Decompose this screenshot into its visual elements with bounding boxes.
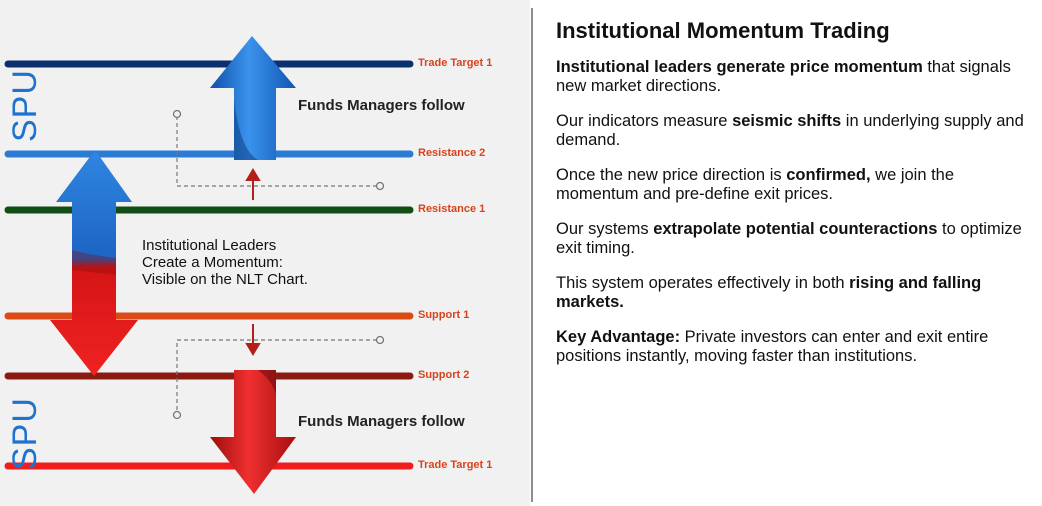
emphasis-text: extrapolate potential counteractions xyxy=(653,220,938,238)
panel-paragraph: Key Advantage: Private investors can ent… xyxy=(556,328,1026,366)
panel-paragraph: Institutional leaders generate price mom… xyxy=(556,58,1026,96)
emphasis-text: Key Advantage: xyxy=(556,328,681,346)
description-panel: Institutional Momentum Trading Instituti… xyxy=(556,18,1026,382)
funds-managers-follow-bottom: Funds Managers follow xyxy=(298,413,465,430)
panel-paragraph: Once the new price direction is confirme… xyxy=(556,166,1026,204)
funds-managers-follow-top: Funds Managers follow xyxy=(298,97,465,114)
small-arrows xyxy=(245,168,261,356)
body-text: Our indicators measure xyxy=(556,112,733,130)
spu-label-bottom: SPU xyxy=(6,397,44,470)
resistance-2-label: Resistance 2 xyxy=(418,147,486,159)
support-1-label: Support 1 xyxy=(418,309,470,321)
trade-target-top-label: Trade Target 1 xyxy=(418,57,493,69)
up-arrow-icon xyxy=(210,36,296,160)
callout-line: Institutional Leaders xyxy=(142,237,277,254)
momentum-diagram: Trade Target 1 Resistance 2 Resistance 1 Su… xyxy=(0,0,530,506)
body-text: This system operates effectively in both xyxy=(556,274,850,292)
emphasis-text: rising and falling markets. xyxy=(556,274,982,311)
momentum-double-arrow-icon xyxy=(50,150,138,376)
panel-paragraph: This system operates effectively in both… xyxy=(556,274,1026,312)
panel-paragraph: Our indicators measure seismic shifts in… xyxy=(556,112,1026,150)
body-text: Our systems xyxy=(556,220,654,238)
connector-nodes xyxy=(172,109,385,420)
body-text: we join the momentum and pre-define exit… xyxy=(556,166,955,203)
small-down-arrow-icon xyxy=(245,343,261,356)
diagram-graphics xyxy=(4,36,414,494)
callout-line: Create a Momentum: xyxy=(142,254,283,271)
trade-target-bottom-label: Trade Target 1 xyxy=(418,459,493,471)
spu-label-top: SPU xyxy=(6,69,44,142)
emphasis-text: Institutional leaders generate price mom… xyxy=(556,58,923,76)
emphasis-text: confirmed, xyxy=(786,166,871,184)
paragraph-list: Institutional leaders generate price mom… xyxy=(556,58,1026,366)
panel-paragraph: Our systems extrapolate potential counte… xyxy=(556,220,1026,258)
body-text: in underlying supply and demand. xyxy=(556,112,1024,149)
support-2-label: Support 2 xyxy=(418,369,470,381)
down-arrow-icon xyxy=(210,370,296,494)
small-up-arrow-icon xyxy=(245,168,261,181)
panel-divider xyxy=(531,8,533,502)
body-text: Once the new price direction is xyxy=(556,166,787,184)
dashed-connectors xyxy=(176,116,377,412)
callout-line: Visible on the NLT Chart. xyxy=(142,271,308,288)
body-text: to optimize exit timing. xyxy=(556,220,1022,257)
emphasis-text: seismic shifts xyxy=(732,112,842,130)
body-text: Private investors can enter and exit ent… xyxy=(556,328,989,365)
resistance-1-label: Resistance 1 xyxy=(418,203,486,215)
institutional-leaders-callout: Institutional Leaders Create a Momentum:… xyxy=(142,237,308,288)
body-text: that signals new market directions. xyxy=(556,58,1011,95)
panel-title: Institutional Momentum Trading xyxy=(556,18,890,43)
